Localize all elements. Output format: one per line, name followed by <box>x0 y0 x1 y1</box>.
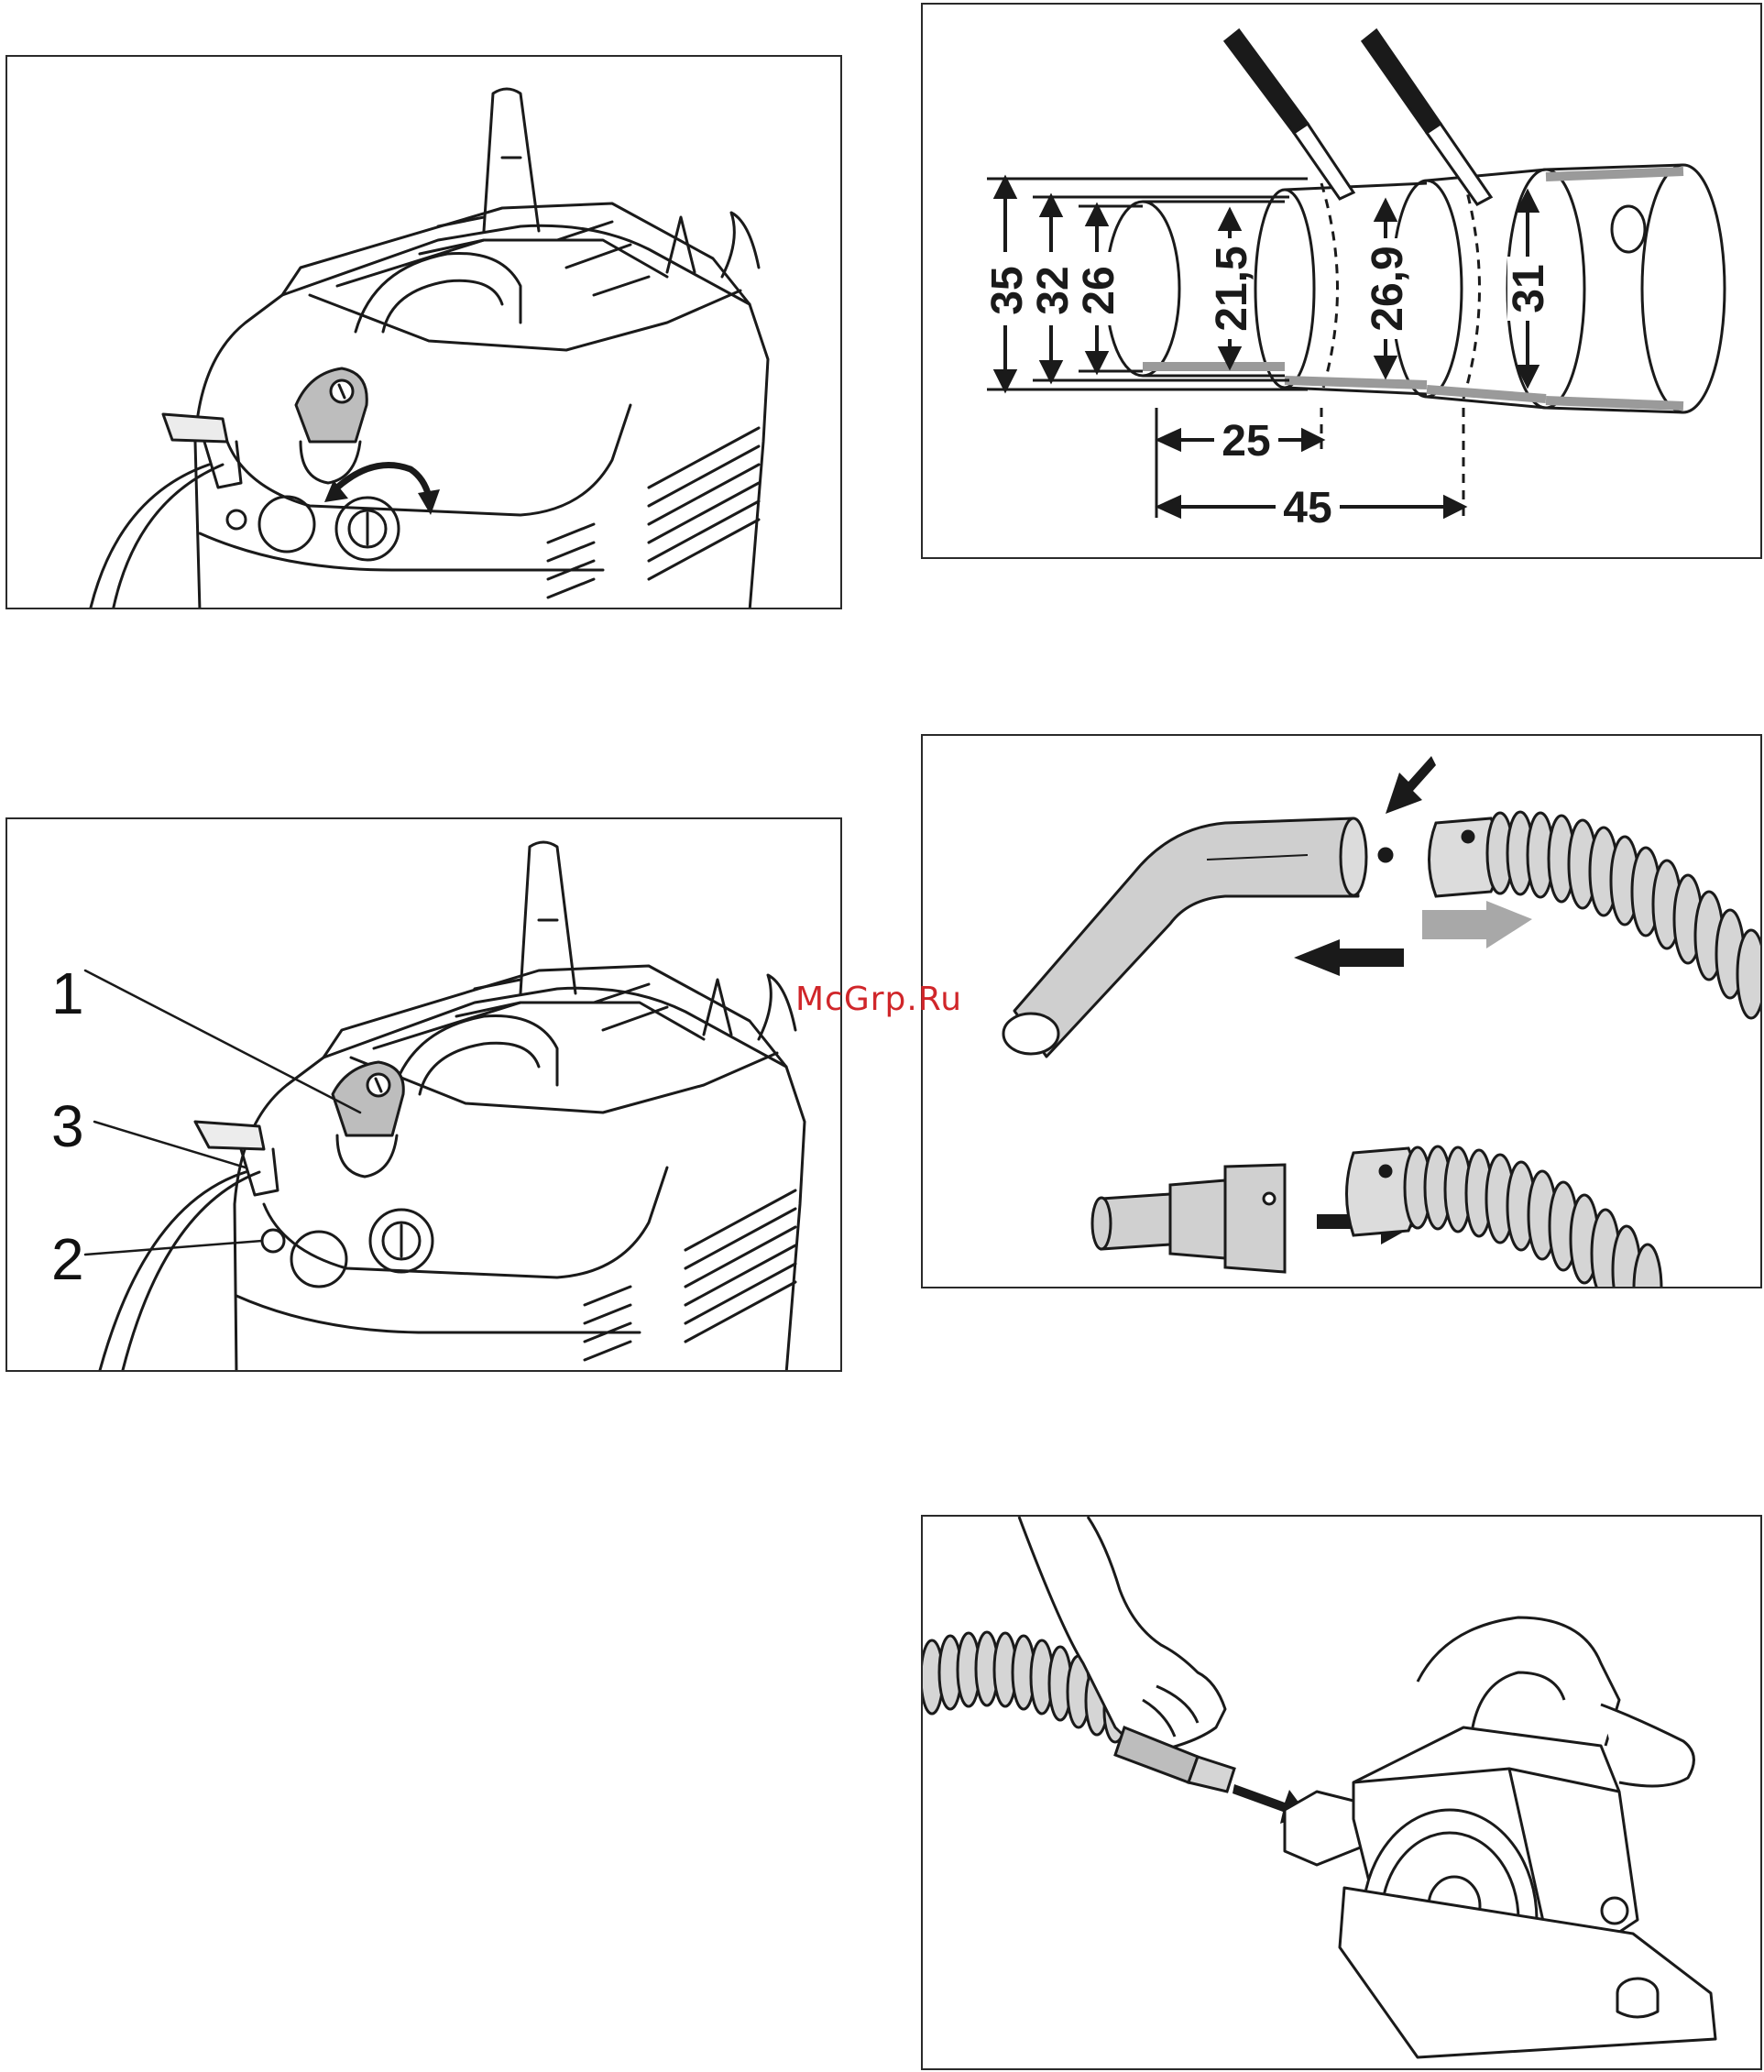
arrow-black-left <box>1294 939 1404 976</box>
dim-label-25: 25 <box>1222 417 1270 466</box>
figure-pipe-dimensions: 35 32 26 21,5 26,9 31 25 45 <box>921 3 1762 559</box>
dim-label-26-9: 26,9 <box>1364 246 1412 331</box>
dim-label-31: 31 <box>1505 264 1553 312</box>
arrow-gray-right <box>1422 901 1532 948</box>
figure-hose-to-tool <box>921 1515 1762 2070</box>
dim-label-26: 26 <box>1075 266 1123 314</box>
hose-tool-drawing <box>923 1517 1762 2070</box>
dim-label-21-5: 21,5 <box>1208 246 1256 331</box>
figure-vacuum-top-rotate <box>5 55 842 609</box>
adapter-piece <box>1092 1165 1285 1272</box>
dim-label-32: 32 <box>1029 266 1078 314</box>
circular-saw <box>1285 1617 1715 2057</box>
figure-vacuum-top-labeled: 1 3 2 <box>5 817 842 1372</box>
pipe-dimension-drawing: 35 32 26 21,5 26,9 31 25 45 <box>923 5 1762 559</box>
vacuum-labeled-drawing <box>7 819 842 1372</box>
watermark-text: McGrp.Ru <box>795 981 962 1018</box>
figure-hose-handle-adapter <box>921 734 1762 1288</box>
callout-2: 2 <box>51 1230 84 1288</box>
vacuum-drawing <box>7 57 842 609</box>
hose-adapter-drawing <box>923 736 1762 1288</box>
dim-label-35: 35 <box>983 266 1032 314</box>
callout-3: 3 <box>51 1097 84 1156</box>
callout-1: 1 <box>51 964 84 1023</box>
upper-hose-corrugation <box>1487 812 1762 1018</box>
dim-label-45: 45 <box>1283 484 1331 532</box>
lower-hose-corrugation <box>1405 1146 1661 1288</box>
